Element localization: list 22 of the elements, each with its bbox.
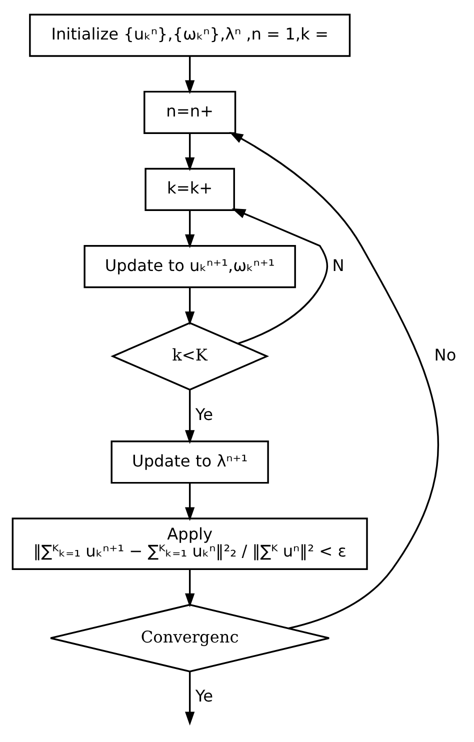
node-box: Initialize {uₖⁿ},{ωₖⁿ},λⁿ ,n = 1,k =	[29, 14, 351, 57]
node-box: k=k+	[144, 168, 235, 212]
arrow	[185, 288, 195, 326]
arrow	[185, 133, 195, 172]
node-diamond: k<K	[110, 322, 270, 391]
node-box: n=n+	[144, 90, 236, 134]
arrow	[185, 56, 195, 94]
edge-label: Ye	[195, 404, 214, 424]
arrow	[185, 482, 195, 522]
arrow	[229, 132, 439, 630]
edge-label: No	[434, 346, 456, 365]
arrow	[232, 208, 328, 344]
arrow	[185, 210, 195, 248]
edge-label: N	[332, 256, 344, 275]
node-box: Apply ‖∑ᴷₖ₌₁ uₖⁿ⁺¹ − ∑ᴷₖ₌₁ uₖⁿ‖²₂ / ‖∑ᴷ uⁿ‖² < ε	[12, 518, 368, 570]
arrow	[185, 672, 195, 726]
node-box: Update to uₖⁿ⁺¹,ωₖⁿ⁺¹	[84, 244, 296, 288]
edge-label: Ye	[195, 686, 214, 706]
node-box: Update to λⁿ⁺¹	[110, 440, 269, 484]
arrow	[185, 390, 195, 444]
arrow	[185, 569, 195, 608]
node-diamond: Convergenc	[50, 604, 330, 672]
